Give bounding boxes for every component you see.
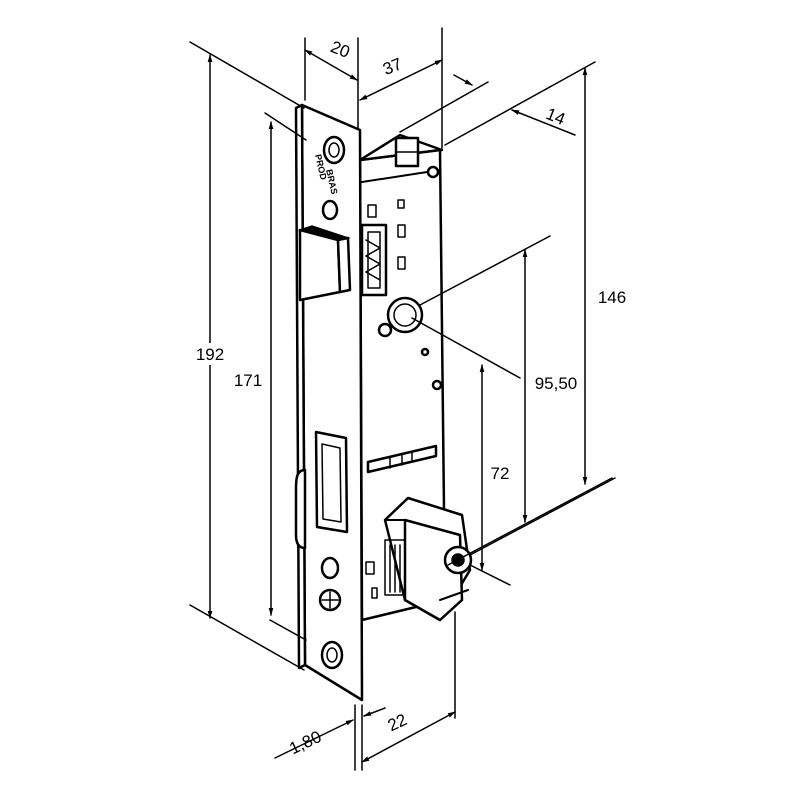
dimension-1-80: 1,80 — [274, 704, 386, 771]
dimension-14: 14 — [399, 74, 576, 136]
front-plate: PROD BRAS — [294, 103, 364, 702]
dim-37-label: 37 — [380, 54, 405, 79]
dim-14-label: 14 — [543, 104, 568, 129]
dim-72-label: 72 — [491, 464, 510, 483]
dim-22-label: 22 — [385, 710, 410, 735]
dim-1-80-label: 1,80 — [286, 727, 324, 758]
dim-192-label: 192 — [196, 345, 224, 364]
dimension-37: 37 — [359, 27, 443, 149]
dimension-72: 72 — [411, 317, 521, 586]
dim-146-label: 146 — [598, 288, 626, 307]
cylinder-axis-line — [469, 477, 616, 556]
deadbolt-window-icon — [314, 430, 349, 534]
dimension-171: 171 — [231, 112, 307, 641]
dimension-95-50: 95,50 — [419, 235, 584, 523]
latch-bolt-icon — [297, 225, 352, 302]
spindle-hole-icon — [377, 296, 424, 338]
dimension-22: 22 — [361, 611, 456, 763]
dimension-192: 192 — [189, 41, 305, 671]
follower-mechanism-icon — [360, 223, 388, 297]
dimension-146: 146 — [444, 61, 630, 566]
dim-20-label: 20 — [328, 37, 353, 62]
cylinder-housing — [383, 496, 473, 622]
dim-171-label: 171 — [234, 371, 262, 390]
screw-icon — [318, 588, 342, 612]
lock-case — [358, 133, 447, 622]
dim-95-50-label: 95,50 — [535, 374, 578, 393]
